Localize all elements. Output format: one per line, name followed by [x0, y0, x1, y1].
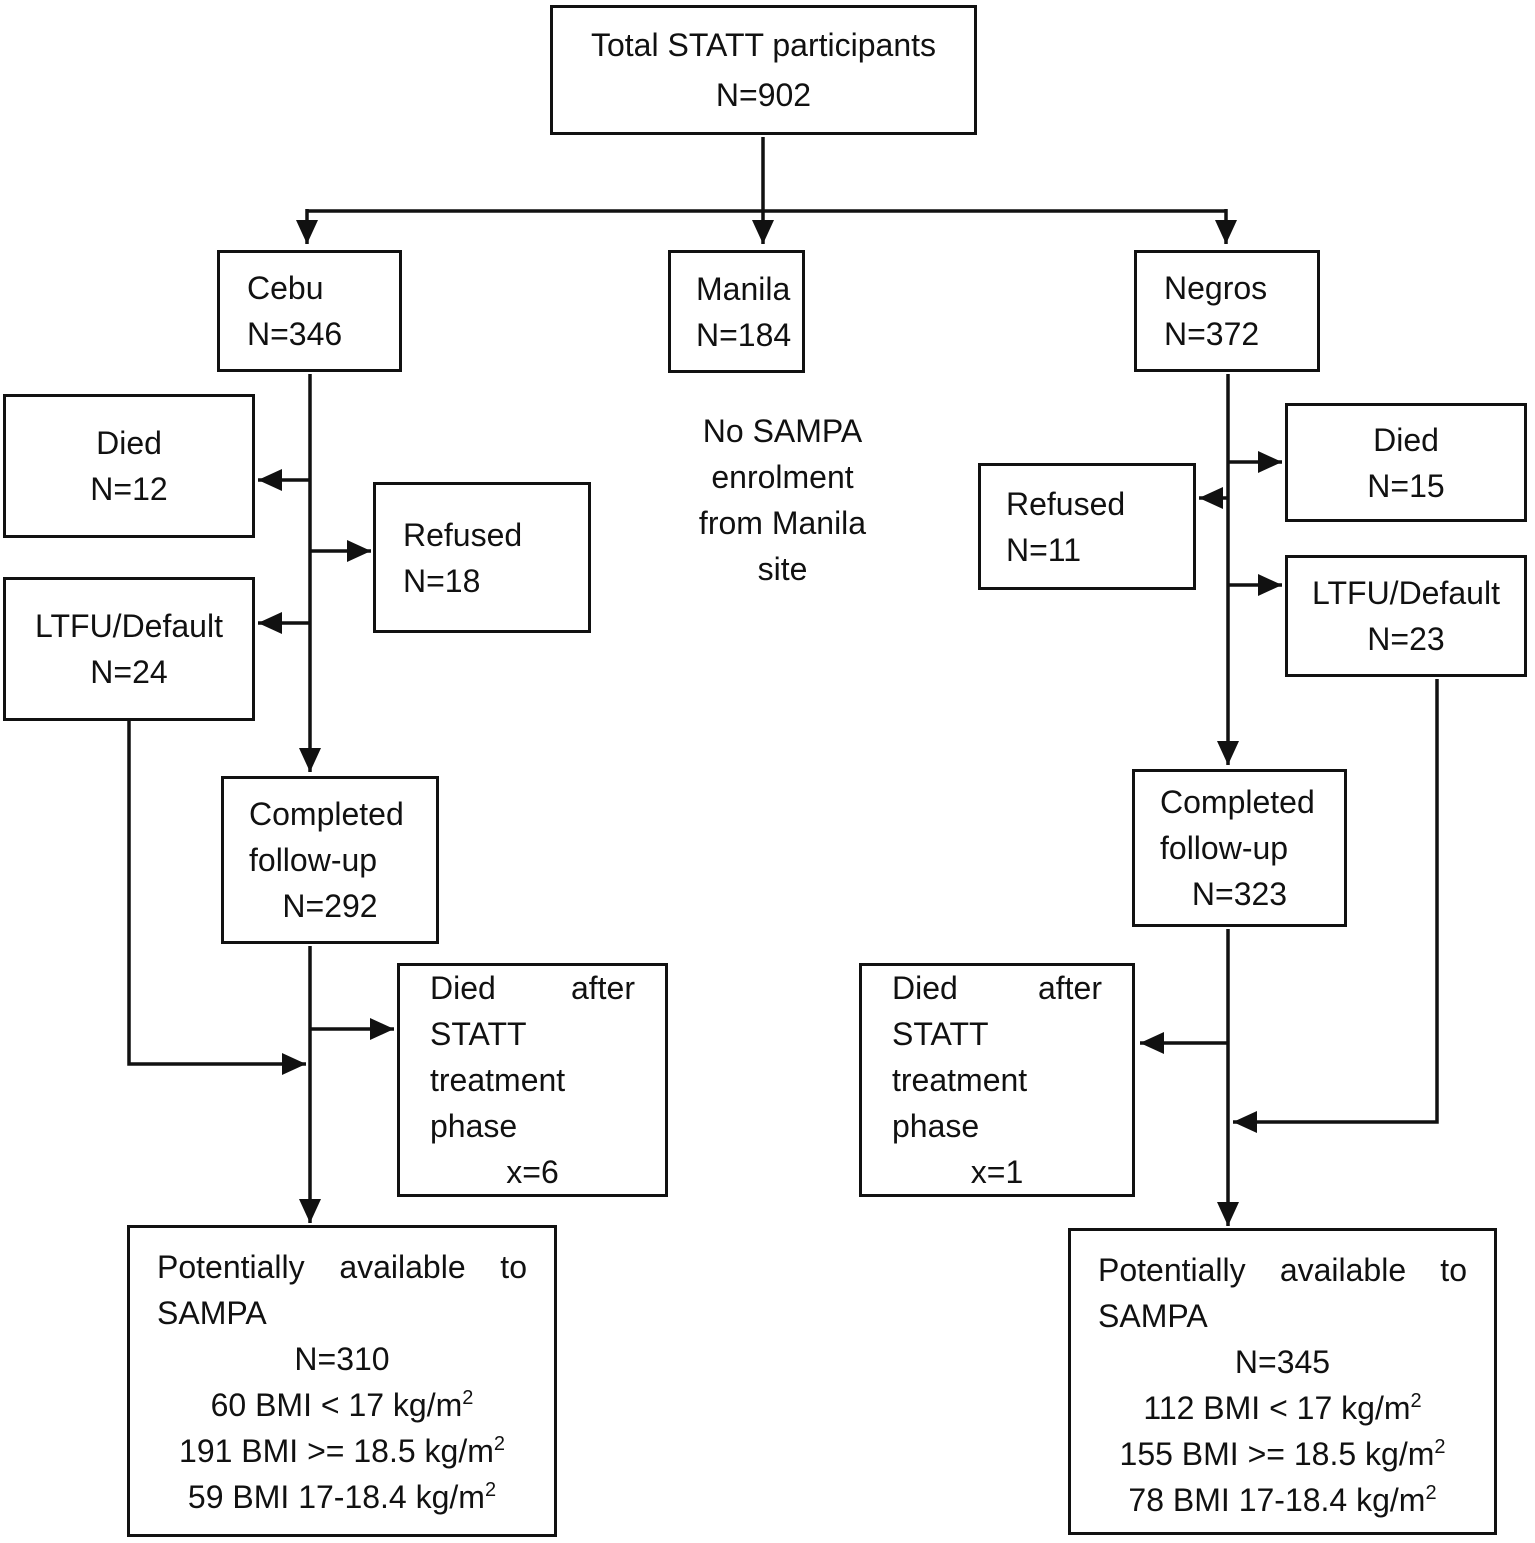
negros-died-after-x: x=1	[970, 1154, 1024, 1190]
note-line-2: enrolment	[711, 459, 854, 495]
negros-died-label: Died	[1373, 421, 1439, 458]
negros-available-bmi-1: 112 BMI < 17 kg/m2	[1143, 1390, 1422, 1426]
negros-completed-line1: Completed	[1160, 784, 1315, 820]
cebu-refused-label: Refused	[403, 516, 523, 553]
negros-refused-n: N=11	[1006, 531, 1082, 568]
note-line-1: No SAMPA	[702, 413, 863, 449]
cebu-ltfu-n: N=24	[90, 654, 168, 690]
box-cebu-potentially-available: Potentially available to SAMPA N=310 60 …	[127, 1225, 557, 1537]
total-title: Total STATT participants	[590, 27, 936, 63]
total-n: N=902	[715, 77, 812, 113]
negros-died-after-line2: STATT	[892, 1016, 989, 1052]
negros-completed-line2: follow-up	[1160, 830, 1289, 866]
cebu-available-n: N=310	[294, 1341, 390, 1377]
cebu-available-bmi-1: 60 BMI < 17 kg/m2	[210, 1387, 474, 1423]
connector-ltfu-r-join	[1233, 679, 1439, 1133]
box-cebu-completed-followup: Completed follow-up N=292	[221, 776, 439, 944]
negros-died-after-line1: Died after	[892, 965, 1102, 1011]
cebu-died-label: Died	[96, 425, 162, 461]
cebu-available-word3: to	[500, 1249, 527, 1285]
note-line-3: from Manila	[698, 505, 867, 541]
negros-available-line1: Potentially available to	[1098, 1247, 1467, 1293]
box-cebu-ltfu-default: LTFU/Default N=24	[3, 577, 255, 721]
note-no-sampa-manila: No SAMPA enrolment from Manila site	[655, 408, 910, 592]
cebu-available-line2: SAMPA	[157, 1295, 267, 1331]
box-cebu-died-after-statt: Died after STATT treatment phase x=6	[397, 963, 668, 1197]
cebu-died-after-line3: treatment	[430, 1062, 566, 1098]
box-negros-refused: Refused N=11	[978, 463, 1196, 590]
cebu-available-bmi-2: 191 BMI >= 18.5 kg/m2	[179, 1433, 505, 1469]
negros-died-after-line4: phase	[892, 1108, 980, 1144]
cebu-available-word2: available	[339, 1249, 466, 1285]
cebu-died-after-word1: Died	[430, 970, 496, 1006]
negros-died-n: N=15	[1367, 467, 1445, 504]
box-negros-potentially-available: Potentially available to SAMPA N=345 112…	[1068, 1228, 1497, 1535]
site-manila-n: N=184	[696, 316, 792, 353]
cebu-available-line1: Potentially available to	[157, 1244, 527, 1290]
cebu-available-bmi-3: 59 BMI 17-18.4 kg/m2	[187, 1479, 497, 1515]
box-total-participants: Total STATT participants N=902	[550, 5, 977, 135]
cebu-died-after-line2: STATT	[430, 1016, 527, 1052]
negros-died-after-word1: Died	[892, 970, 958, 1006]
site-cebu-n: N=346	[247, 316, 343, 352]
cebu-died-after-line4: phase	[430, 1108, 518, 1144]
negros-available-line2: SAMPA	[1098, 1298, 1208, 1334]
negros-available-bmi-2: 155 BMI >= 18.5 kg/m2	[1119, 1436, 1446, 1472]
cebu-ltfu-label: LTFU/Default	[35, 608, 223, 644]
negros-available-word2: available	[1279, 1252, 1407, 1288]
negros-died-after-word2: after	[1037, 970, 1102, 1006]
box-site-manila: Manila N=184	[668, 250, 805, 373]
cebu-died-after-word2: after	[570, 970, 635, 1006]
cebu-completed-line2: follow-up	[249, 842, 378, 878]
negros-refused-label: Refused	[1006, 485, 1126, 522]
box-negros-ltfu-default: LTFU/Default N=23	[1285, 555, 1527, 677]
negros-completed-n: N=323	[1191, 876, 1288, 912]
cebu-completed-line1: Completed	[249, 796, 404, 832]
box-negros-died: Died N=15	[1285, 403, 1527, 522]
negros-available-word3: to	[1440, 1252, 1467, 1288]
cebu-died-n: N=12	[90, 471, 168, 507]
cebu-completed-n: N=292	[282, 888, 378, 924]
box-cebu-died: Died N=12	[3, 394, 255, 538]
negros-ltfu-label: LTFU/Default	[1312, 575, 1500, 611]
box-negros-completed-followup: Completed follow-up N=323	[1132, 769, 1347, 927]
cebu-died-after-x: x=6	[506, 1154, 559, 1190]
note-line-4: site	[757, 551, 808, 587]
cebu-available-word1: Potentially	[157, 1249, 305, 1285]
cebu-refused-n: N=18	[403, 562, 481, 599]
connector-ltfu-l-join	[127, 721, 306, 1075]
site-manila-name: Manila	[696, 270, 791, 307]
site-cebu-name: Cebu	[247, 270, 324, 306]
box-negros-died-after-statt: Died after STATT treatment phase x=1	[859, 963, 1135, 1197]
box-site-cebu: Cebu N=346	[217, 250, 402, 372]
box-site-negros: Negros N=372	[1134, 250, 1320, 372]
box-cebu-refused: Refused N=18	[373, 482, 591, 633]
negros-died-after-line3: treatment	[892, 1062, 1028, 1098]
negros-available-bmi-3: 78 BMI 17-18.4 kg/m2	[1128, 1482, 1437, 1518]
site-negros-n: N=372	[1164, 316, 1260, 352]
negros-ltfu-n: N=23	[1367, 621, 1445, 657]
negros-available-word1: Potentially	[1098, 1252, 1246, 1288]
cebu-died-after-line1: Died after	[430, 965, 635, 1011]
site-negros-name: Negros	[1164, 270, 1268, 306]
negros-available-n: N=345	[1234, 1344, 1331, 1380]
